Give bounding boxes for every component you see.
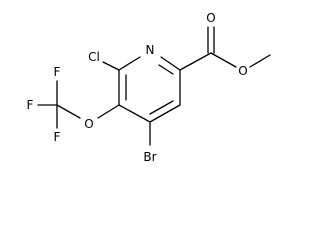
bond-c6-carbonyl-c (179, 52, 212, 71)
bond-c4-c3 (118, 104, 151, 123)
atom-label-f-left: F (27, 98, 34, 112)
bond-o-ester-methyl (249, 54, 271, 68)
atom-label-o-ether: O (84, 117, 93, 131)
atom-label-o-carbonyl: O (206, 11, 215, 25)
atom-labels: N Cl O O O F F F Br (27, 11, 248, 164)
atom-label-f-top: F (54, 65, 61, 79)
bond-c3-o-ether (97, 104, 120, 119)
bond-n1-c6-inner (158, 64, 174, 75)
molecule-diagram: N Cl O O O F F F Br (27, 11, 271, 164)
bond-c5-c4 (149, 104, 181, 123)
atom-label-cl: Cl (88, 50, 100, 64)
bond-c5-c4-inner (149, 100, 174, 115)
bond-c2-cl (102, 61, 120, 71)
bond-n1-c6 (160, 56, 181, 71)
atom-label-br: Br (143, 150, 156, 164)
atom-label-o-ester: O (238, 64, 247, 78)
bond-o-ether-cf3 (56, 104, 81, 119)
atom-label-f-bottom: F (54, 130, 61, 144)
bond-c2-n1 (118, 56, 141, 71)
bond-carbonyl-c-o-ester (210, 52, 237, 68)
pyridine-ring (118, 56, 181, 123)
atom-label-n: N (146, 43, 155, 57)
substituent-bonds (37, 26, 271, 146)
